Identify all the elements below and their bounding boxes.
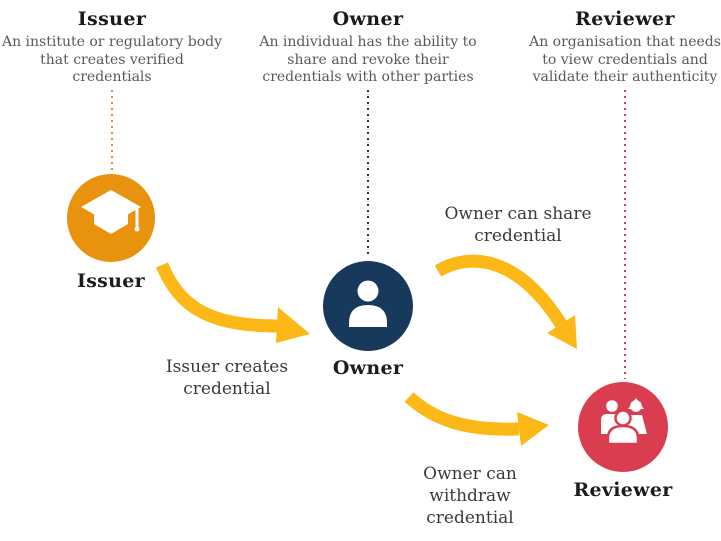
owner-to-reviewer-share-arrow — [434, 254, 567, 328]
person-icon — [349, 280, 387, 327]
owner-can-share-credential-label: Owner can share credential — [444, 204, 592, 246]
owner-to-reviewer-withdraw-arrow — [404, 392, 520, 436]
issuer-to-owner-arrowhead — [276, 307, 310, 343]
owner-can-withdraw-credential-label: Owner can withdraw credential — [423, 464, 517, 528]
owner-column-title: Owner — [332, 8, 404, 30]
owner-to-reviewer-share-arrowhead — [547, 315, 577, 349]
reviewer-column-header: Reviewer An organisation that needs to v… — [513, 8, 721, 87]
owner-node-label: Owner — [332, 357, 404, 379]
reviewer-node-label: Reviewer — [573, 479, 673, 501]
graduation-cap-icon — [81, 190, 141, 234]
issuer-to-owner-arrow — [156, 262, 279, 333]
issuer-node-label: Issuer — [77, 270, 145, 292]
issuer-column-header: Issuer An institute or regulatory body t… — [0, 8, 224, 87]
owner-column-description: An individual has the ability to share a… — [259, 34, 477, 85]
owner-to-reviewer-withdraw-arrowhead — [517, 412, 549, 446]
reviewer-column-title: Reviewer — [575, 8, 675, 30]
issuer-creates-credential-label: Issuer creates credential — [165, 357, 289, 399]
issuer-column-title: Issuer — [77, 8, 147, 30]
people-group-icon — [601, 398, 647, 446]
owner-column-header: Owner An individual has the ability to s… — [243, 8, 493, 87]
reviewer-column-description: An organisation that needs to view crede… — [529, 34, 721, 85]
issuer-column-description: An institute or regulatory body that cre… — [1, 34, 223, 85]
